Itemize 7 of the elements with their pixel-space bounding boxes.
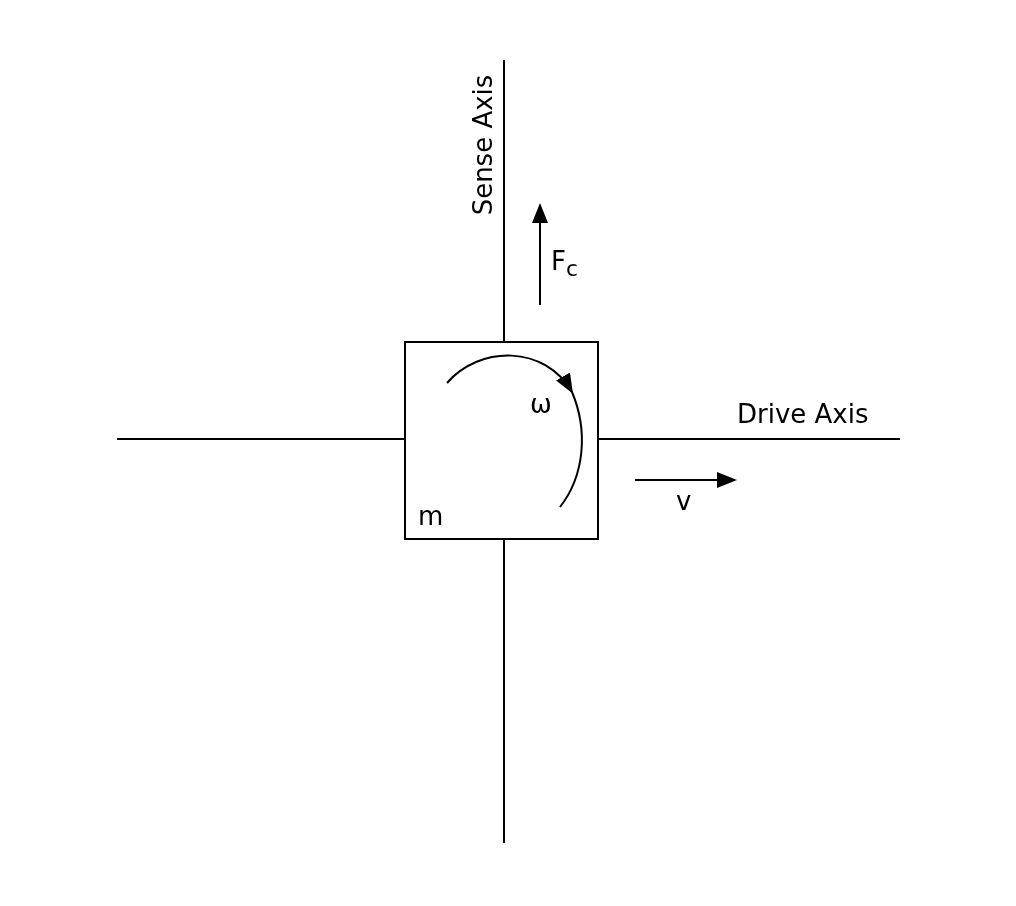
force-label: F$_{c}$: [551, 248, 578, 280]
velocity-label: v: [676, 488, 692, 514]
rotation-label: ω: [530, 391, 552, 417]
axis-label: Drive Axis: [737, 401, 869, 427]
mass-box: [404, 341, 599, 540]
mass-label: m: [418, 503, 444, 529]
axis-label: Sense Axis: [469, 74, 496, 216]
